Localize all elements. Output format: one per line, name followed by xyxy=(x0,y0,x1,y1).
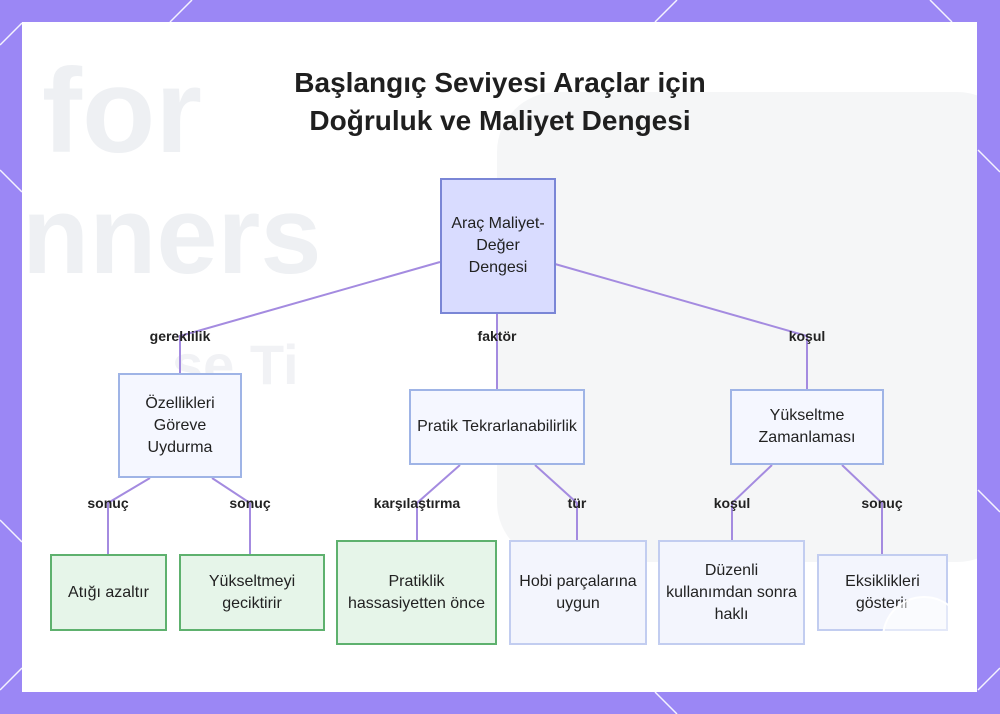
edge-features-waste xyxy=(108,478,150,554)
edge-features-delay xyxy=(212,478,250,554)
edge-label-requirement: gereklilik xyxy=(150,328,211,344)
edge-label-condition: koşul xyxy=(714,495,751,511)
edge-label-result: sonuç xyxy=(87,495,128,511)
node-repeatability: Pratik Tekrarlanabilirlik xyxy=(409,389,585,465)
edge-label-factor: faktör xyxy=(478,328,517,344)
node-features: Özellikleri Göreve Uydurma xyxy=(118,373,242,478)
edge-label-type: tür xyxy=(568,495,587,511)
node-delays-upgrade: Yükseltmeyi geciktirir xyxy=(179,554,325,631)
node-root: Araç Maliyet-Değer Dengesi xyxy=(440,178,556,314)
node-reduces-waste: Atığı azaltır xyxy=(50,554,167,631)
node-practicality: Pratiklik hassasiyetten önce xyxy=(336,540,497,645)
edge-root-features xyxy=(180,262,440,373)
edge-label-result: sonuç xyxy=(229,495,270,511)
watermark-logo-icon xyxy=(882,596,966,680)
edge-label-condition: koşul xyxy=(789,328,826,344)
node-hobby-parts: Hobi parçalarına uygun xyxy=(509,540,647,645)
edge-label-result: sonuç xyxy=(861,495,902,511)
edge-root-upgrade xyxy=(555,264,807,389)
node-upgrade: Yükseltme Zamanlaması xyxy=(730,389,884,465)
node-regular-use: Düzenli kullanımdan sonra haklı xyxy=(658,540,805,645)
edge-label-comparison: karşılaştırma xyxy=(374,495,460,511)
